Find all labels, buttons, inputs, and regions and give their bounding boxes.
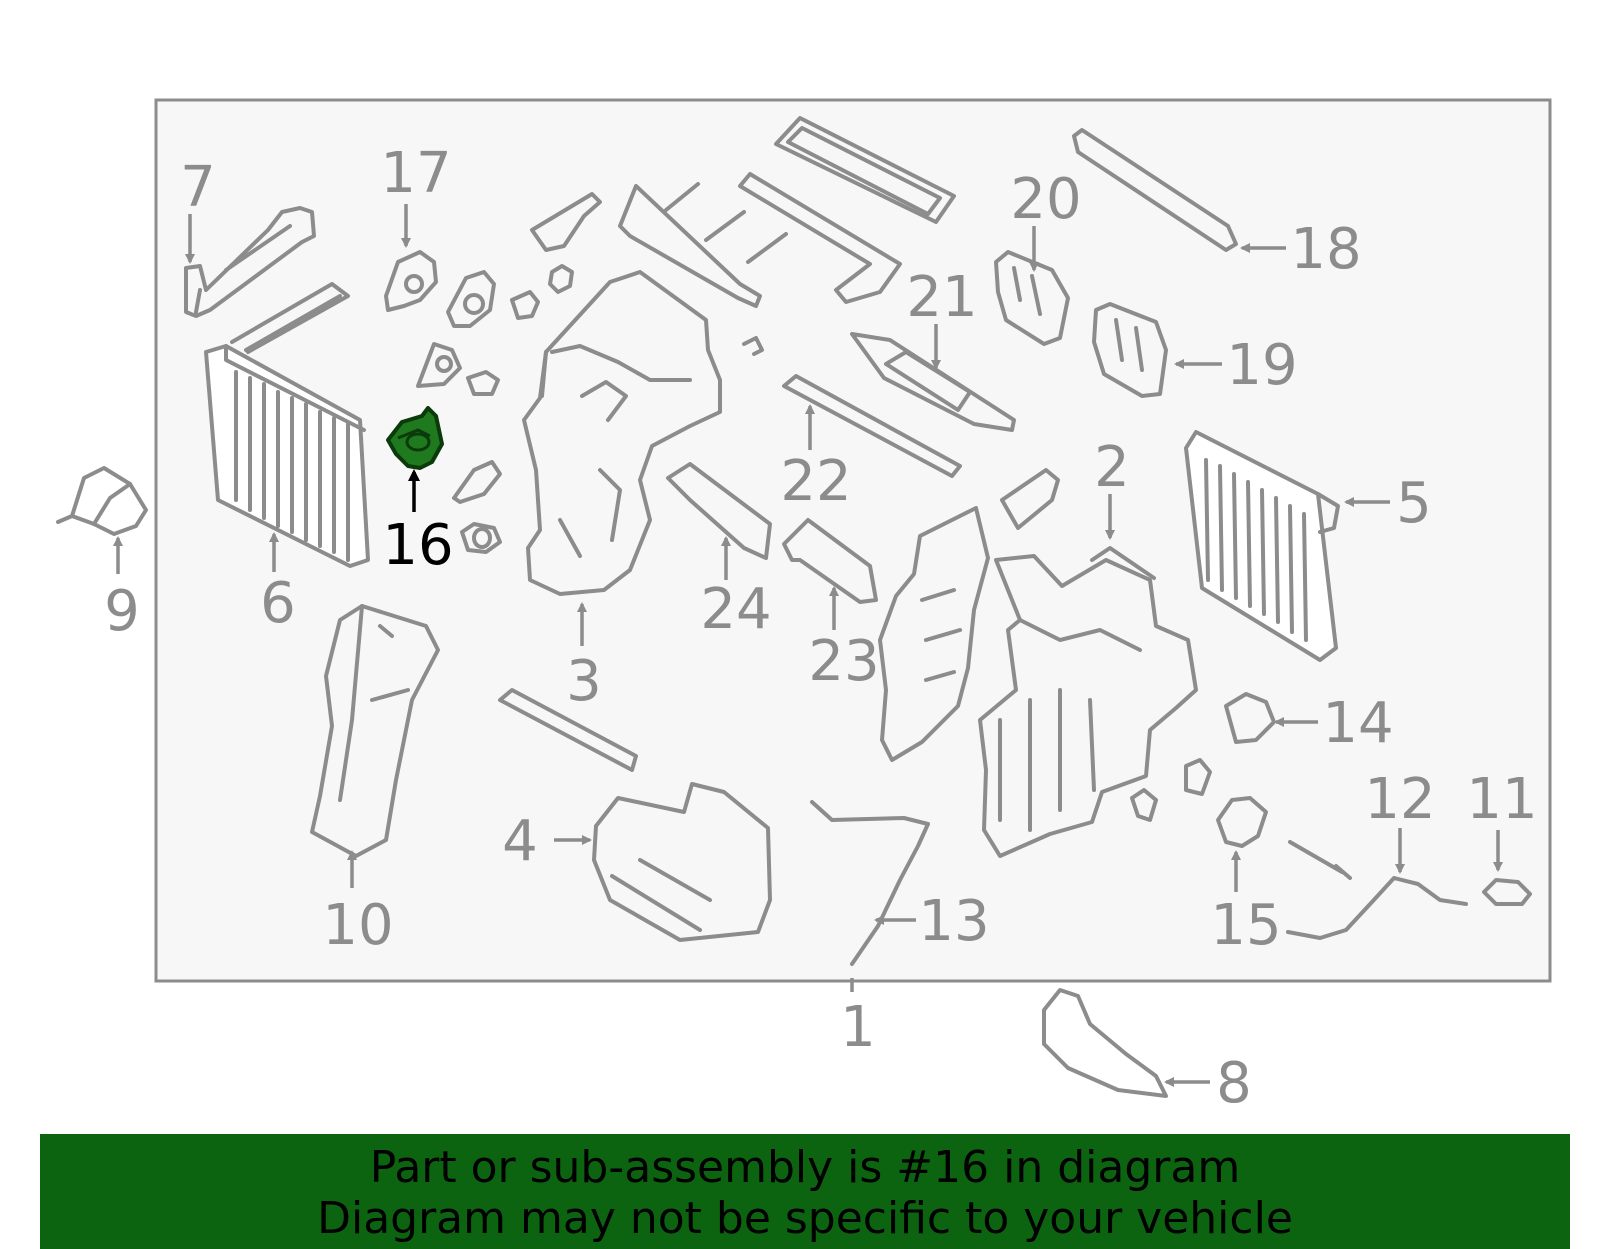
part-19-louver	[1092, 302, 1168, 398]
callout-6: 6	[260, 571, 296, 636]
part-22-strip	[782, 374, 962, 478]
callout-17: 17	[380, 141, 451, 206]
callout-15: 15	[1210, 893, 1281, 958]
callout-22: 22	[780, 449, 851, 514]
small-clip	[742, 336, 764, 356]
part-21-body	[884, 350, 972, 412]
callout-19: 19	[1226, 333, 1297, 398]
part-15-actuator	[1130, 758, 1268, 848]
callout-14: 14	[1322, 691, 1393, 756]
callout-7: 7	[180, 155, 216, 220]
callout-23: 23	[808, 629, 879, 694]
callout-16: 16	[382, 513, 453, 578]
callout-21: 21	[906, 265, 977, 330]
screw	[1288, 840, 1352, 880]
callout-labels: 1 2 3 4 5 6 7 8 9 10 11 12 13 14 15 16 1…	[104, 141, 1537, 1116]
part-21-strip	[850, 332, 1016, 432]
part-11-sensor	[1482, 878, 1532, 906]
small-duct	[1000, 468, 1060, 530]
part-20-louver	[994, 250, 1070, 346]
part-case-half	[878, 506, 990, 762]
leader-lines	[113, 204, 1503, 1087]
part-3-case	[522, 270, 722, 596]
part-10-duct	[310, 604, 440, 858]
callout-5: 5	[1396, 471, 1432, 536]
hose-assembly	[618, 116, 956, 308]
part-8-panel	[1042, 988, 1168, 1098]
banner-line-part: Part or sub-assembly is #16 in diagram	[369, 1142, 1241, 1193]
callout-10: 10	[322, 893, 393, 958]
part-16-highlighted	[386, 406, 444, 470]
part-2-case	[978, 546, 1198, 858]
callout-3: 3	[566, 649, 602, 714]
part-23-strip	[782, 518, 878, 604]
part-24-strip	[666, 462, 772, 560]
callout-8: 8	[1216, 1051, 1252, 1116]
callout-2: 2	[1094, 435, 1130, 500]
callout-4: 4	[502, 809, 538, 874]
callout-1: 1	[840, 995, 876, 1060]
callout-11: 11	[1466, 767, 1537, 832]
callout-24: 24	[700, 577, 771, 642]
banner-line-disclaimer: Diagram may not be specific to your vehi…	[317, 1193, 1293, 1244]
part-9	[56, 466, 148, 536]
small-parts-cluster	[416, 264, 574, 554]
info-banner: Part or sub-assembly is #16 in diagram D…	[40, 1134, 1570, 1249]
callout-20: 20	[1010, 167, 1081, 232]
part-7-bracket	[184, 206, 316, 318]
callout-9: 9	[104, 579, 140, 644]
part-17-actuator	[384, 250, 438, 312]
part-5-heater-core	[1184, 430, 1340, 662]
part-18-strip	[1072, 128, 1238, 252]
callout-18: 18	[1290, 217, 1361, 282]
part-4-tray	[498, 688, 772, 942]
callout-12: 12	[1364, 767, 1435, 832]
small-bracket	[530, 192, 602, 252]
part-6-evaporator	[204, 282, 370, 568]
callout-13: 13	[918, 889, 989, 954]
part-12-hose	[1286, 876, 1468, 940]
